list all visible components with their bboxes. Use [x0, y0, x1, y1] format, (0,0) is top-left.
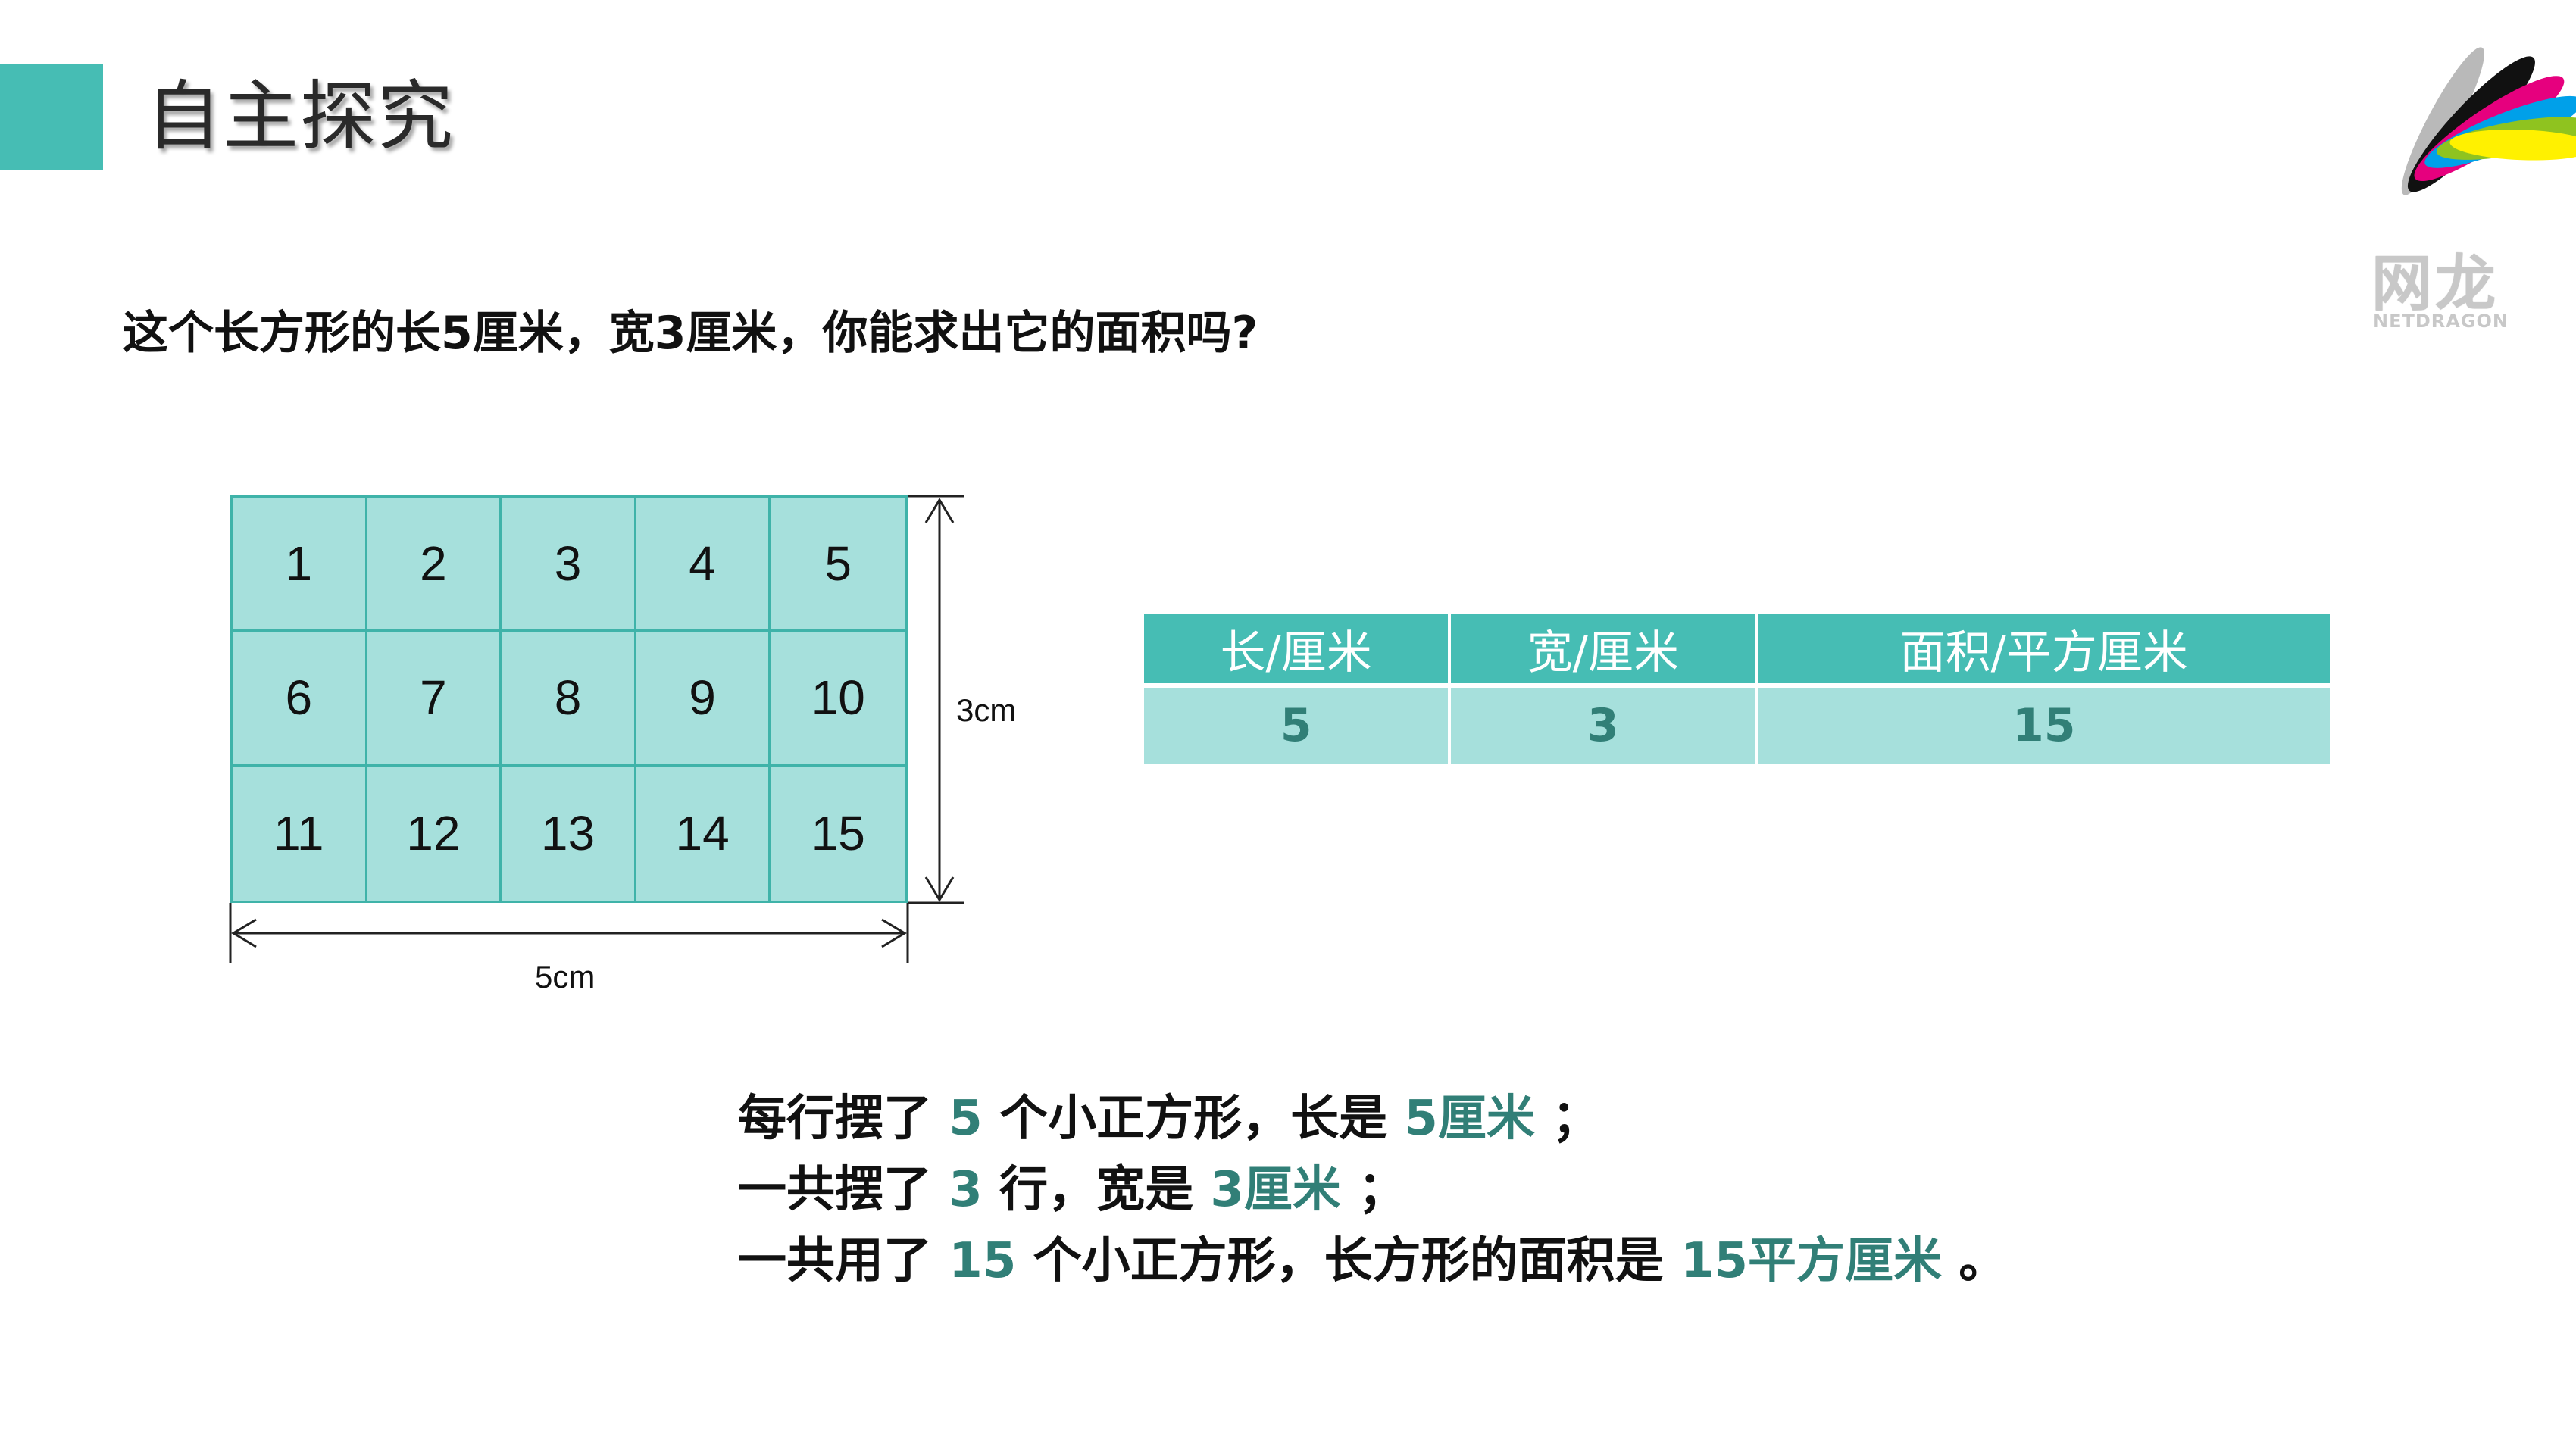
highlight-value: 15 [949, 1233, 1017, 1289]
grid-cell: 10 [771, 632, 905, 767]
table-cell-length: 5 [1144, 688, 1452, 764]
grid-cell: 7 [367, 632, 502, 767]
grid-cell: 15 [811, 806, 865, 861]
table-header-row: 长/厘米 宽/厘米 面积/平方厘米 [1144, 614, 2330, 688]
table-cell-width: 3 [1451, 688, 1758, 764]
grid-cell: 11 [233, 766, 367, 901]
conclusion-text-segment: ； [1340, 1162, 1407, 1218]
highlight-value: 3 [949, 1162, 983, 1218]
conclusion-text: 每行摆了 5 个小正方形，长是 5厘米 ； 一共摆了 3 行，宽是 3厘米 ； … [738, 1083, 2007, 1297]
highlight-value: 15平方厘米 [1680, 1233, 1942, 1289]
grid-cell: 1 [233, 498, 367, 632]
grid-cell: 6 [233, 632, 367, 767]
conclusion-line-3: 一共用了 15 个小正方形，长方形的面积是 15平方厘米 。 [738, 1226, 2007, 1297]
grid-cell: 12 [367, 766, 502, 901]
conclusion-text-segment: 。 [1941, 1233, 2008, 1289]
title-accent-bar [0, 64, 103, 170]
conclusion-text-segment: 行，宽是 [982, 1162, 1211, 1218]
conclusion-text-segment: ； [1534, 1091, 1601, 1147]
conclusion-text-segment: 一共用了 [738, 1233, 949, 1289]
table-row: 5 3 15 [1144, 688, 2330, 764]
logo-brand-text: 网龙 [2371, 248, 2499, 319]
area-table: 长/厘米 宽/厘米 面积/平方厘米 5 3 15 [1144, 614, 2330, 764]
highlight-value: 3厘米 [1210, 1162, 1341, 1218]
highlight-value: 5 [949, 1091, 983, 1147]
grid-cell: 3 [502, 498, 636, 632]
grid-cell: 4 [636, 498, 771, 632]
question-text: 这个长方形的长5厘米，宽3厘米，你能求出它的面积吗? [123, 307, 1258, 360]
logo-brand-text-en: NETDRAGON [2373, 311, 2509, 332]
table-cell-area: 15 [1758, 688, 2330, 764]
grid-cell: 14 [636, 766, 771, 901]
conclusion-text-segment: 个小正方形，长是 [982, 1091, 1405, 1147]
conclusion-line-1: 每行摆了 5 个小正方形，长是 5厘米 ； [738, 1083, 2007, 1154]
feather-logo-icon [2401, 47, 2576, 195]
conclusion-text-segment: 个小正方形，长方形的面积是 [1016, 1233, 1680, 1289]
table-header-width: 宽/厘米 [1451, 614, 1758, 688]
conclusion-text-segment: 每行摆了 [738, 1091, 949, 1147]
brand-logo: 网龙 NETDRAGON [2371, 8, 2576, 333]
table-header-area: 面积/平方厘米 [1758, 614, 2330, 688]
grid-cell: 5 [771, 498, 905, 632]
grid-cell: 9 [636, 632, 771, 767]
width-dimension-label: 5cm [535, 959, 596, 995]
grid-cell: 2 [367, 498, 502, 632]
page-title: 自主探究 [145, 72, 455, 161]
height-dimension-label: 3cm [956, 692, 1017, 728]
highlight-value: 5厘米 [1404, 1091, 1535, 1147]
conclusion-text-segment: 一共摆了 [738, 1162, 949, 1218]
grid-cell: 8 [502, 632, 636, 767]
grid-cell: 13 [502, 766, 636, 901]
conclusion-line-2: 一共摆了 3 行，宽是 3厘米 ； [738, 1154, 2007, 1226]
table-header-length: 长/厘米 [1144, 614, 1452, 688]
